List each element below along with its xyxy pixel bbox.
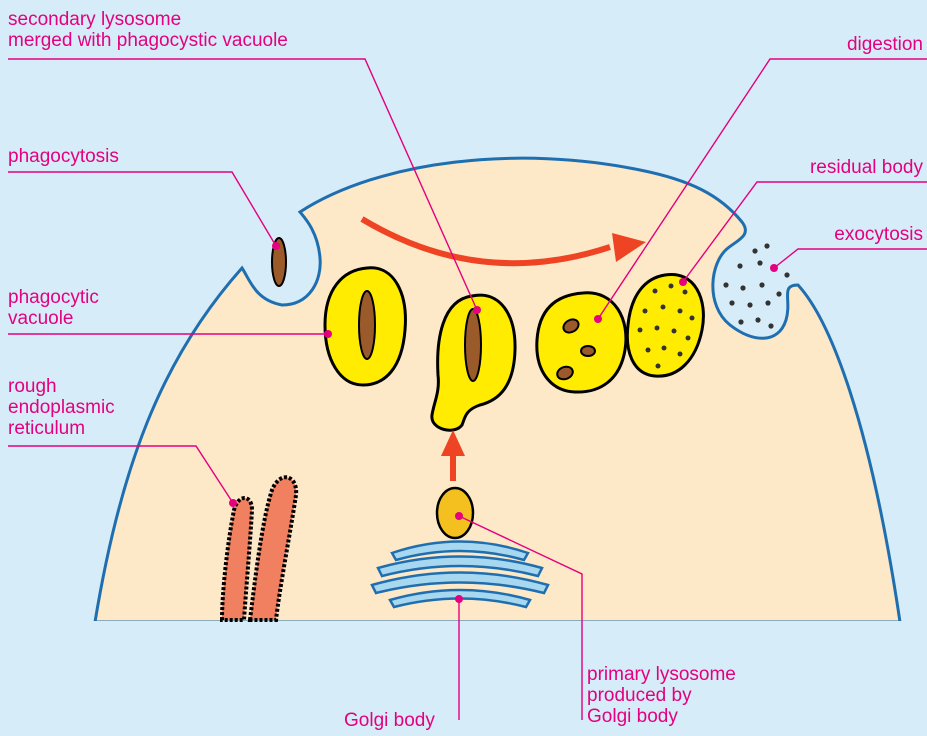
label-rough-er: rough endoplasmic reticulum <box>8 376 115 439</box>
label-exocytosis: exocytosis <box>834 224 923 245</box>
label-primary-lysosome-line1: primary lysosome <box>587 664 736 685</box>
digestion-fragment <box>581 346 595 356</box>
label-rough-er-line3: reticulum <box>8 418 115 439</box>
label-phagocytic-vacuole-line2: vacuole <box>8 308 99 329</box>
label-golgi-body: Golgi body <box>344 710 435 731</box>
budding-arrow-shaft <box>450 453 456 481</box>
digestion-vesicle <box>537 293 626 392</box>
exocytosis-particles <box>723 243 789 328</box>
label-phagocytosis: phagocytosis <box>8 146 119 167</box>
label-secondary-lysosome-line2: merged with phagocystic vacuole <box>8 30 288 51</box>
leader-phagocytosis <box>8 172 276 246</box>
secondary-lysosome-particle <box>465 309 481 381</box>
label-primary-lysosome-line3: Golgi body <box>587 706 736 727</box>
label-primary-lysosome-line2: produced by <box>587 685 736 706</box>
label-rough-er-line2: endoplasmic <box>8 397 115 418</box>
primary-lysosome <box>437 488 473 538</box>
cell-bottom-cut <box>80 621 920 627</box>
label-phagocytic-vacuole-line1: phagocytic <box>8 287 99 308</box>
leader-exocytosis <box>774 249 927 268</box>
label-secondary-lysosome: secondary lysosome merged with phagocyst… <box>8 9 288 51</box>
label-phagocytic-vacuole: phagocytic vacuole <box>8 287 99 329</box>
label-digestion: digestion <box>847 34 923 55</box>
label-secondary-lysosome-line1: secondary lysosome <box>8 9 288 30</box>
label-primary-lysosome: primary lysosome produced by Golgi body <box>587 664 736 727</box>
label-rough-er-line1: rough <box>8 376 115 397</box>
label-residual-body: residual body <box>810 157 923 178</box>
phagocytic-vacuole-particle <box>359 291 375 359</box>
